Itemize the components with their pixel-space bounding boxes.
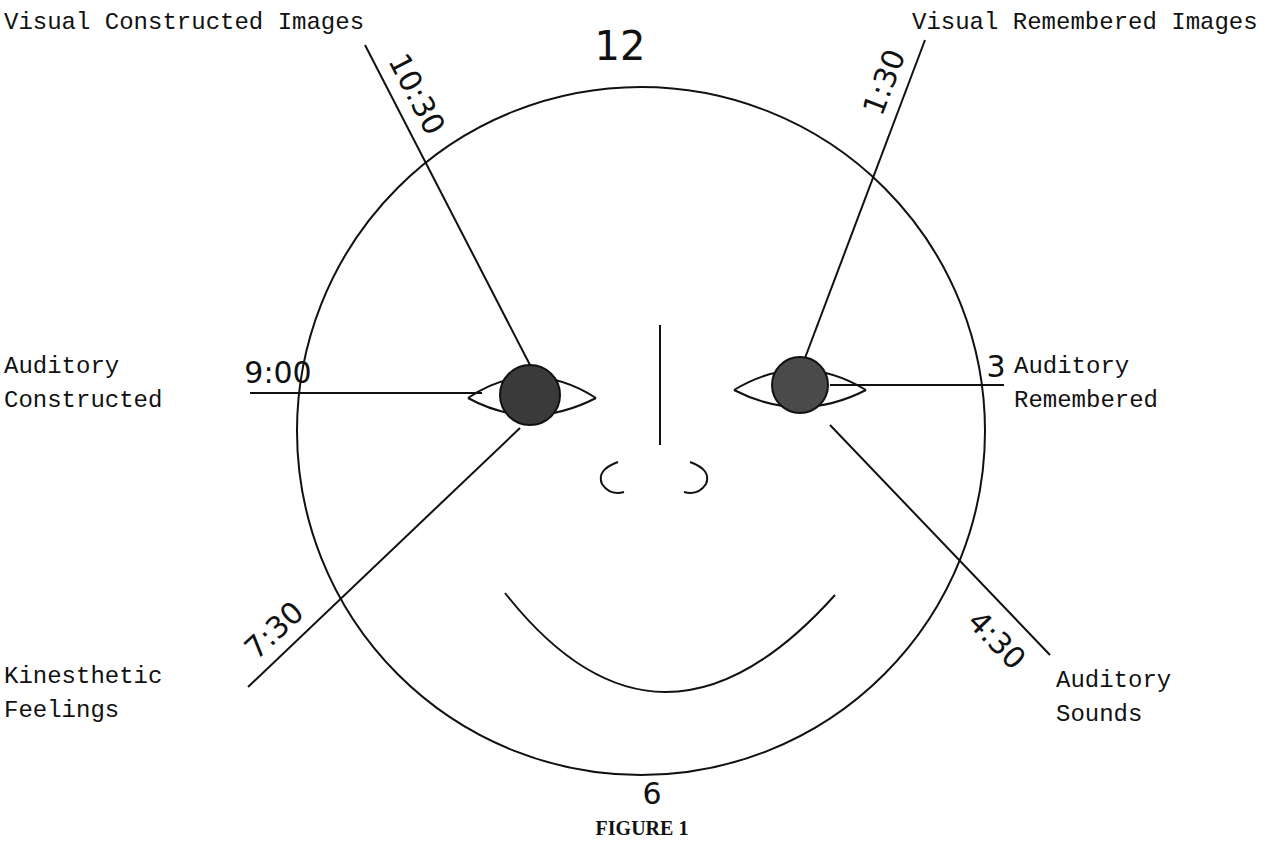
direction-line [365, 45, 530, 365]
nose-line [659, 325, 661, 445]
clock-position: 1:30 [857, 45, 912, 120]
clock-position: 4:30 [962, 604, 1033, 675]
eye-cue-label: Auditory Remembered [1014, 350, 1192, 417]
direction-line [830, 384, 1004, 386]
clock-position: 10:30 [383, 48, 452, 140]
eye-cue-label: Kinesthetic Feelings [4, 660, 186, 727]
clock-position: 3 [986, 350, 1005, 383]
direction-line [830, 425, 1050, 655]
pupil [500, 365, 560, 425]
clock-position: 12 [595, 24, 646, 68]
direction-line [248, 428, 520, 687]
smile [505, 593, 835, 692]
eye-cue-label: Auditory Constructed [4, 350, 182, 417]
clock-position: 9:00 [244, 356, 311, 389]
clock-position: 7:30 [238, 595, 310, 665]
pupil [772, 357, 828, 413]
nostril [684, 462, 707, 493]
eye-cue-label: Visual Constructed Images [4, 6, 364, 40]
direction-line [250, 392, 482, 394]
clock-position: 6 [642, 777, 661, 810]
eye-cue-label: Auditory Sounds [1056, 664, 1234, 731]
figure-caption: FIGURE 1 [596, 817, 689, 840]
face-outline [297, 87, 985, 775]
direction-line [805, 40, 925, 358]
nostril [601, 462, 624, 493]
eye-cue-label: Visual Remembered Images [912, 6, 1258, 40]
